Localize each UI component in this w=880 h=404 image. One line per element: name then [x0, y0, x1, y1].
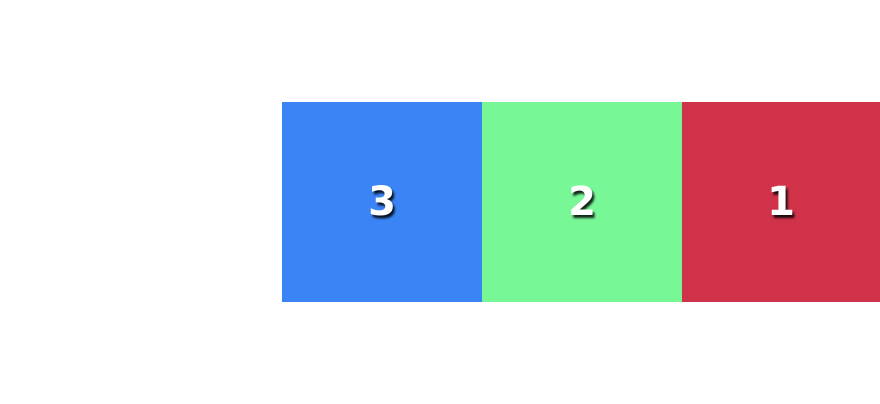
box-1-label: 1 — [767, 179, 795, 225]
box-3-label: 3 — [368, 179, 396, 225]
box-row: 3 2 1 — [282, 102, 880, 302]
box-1[interactable]: 1 — [682, 102, 880, 302]
box-2[interactable]: 2 — [482, 102, 682, 302]
box-2-label: 2 — [568, 179, 596, 225]
box-3[interactable]: 3 — [282, 102, 482, 302]
